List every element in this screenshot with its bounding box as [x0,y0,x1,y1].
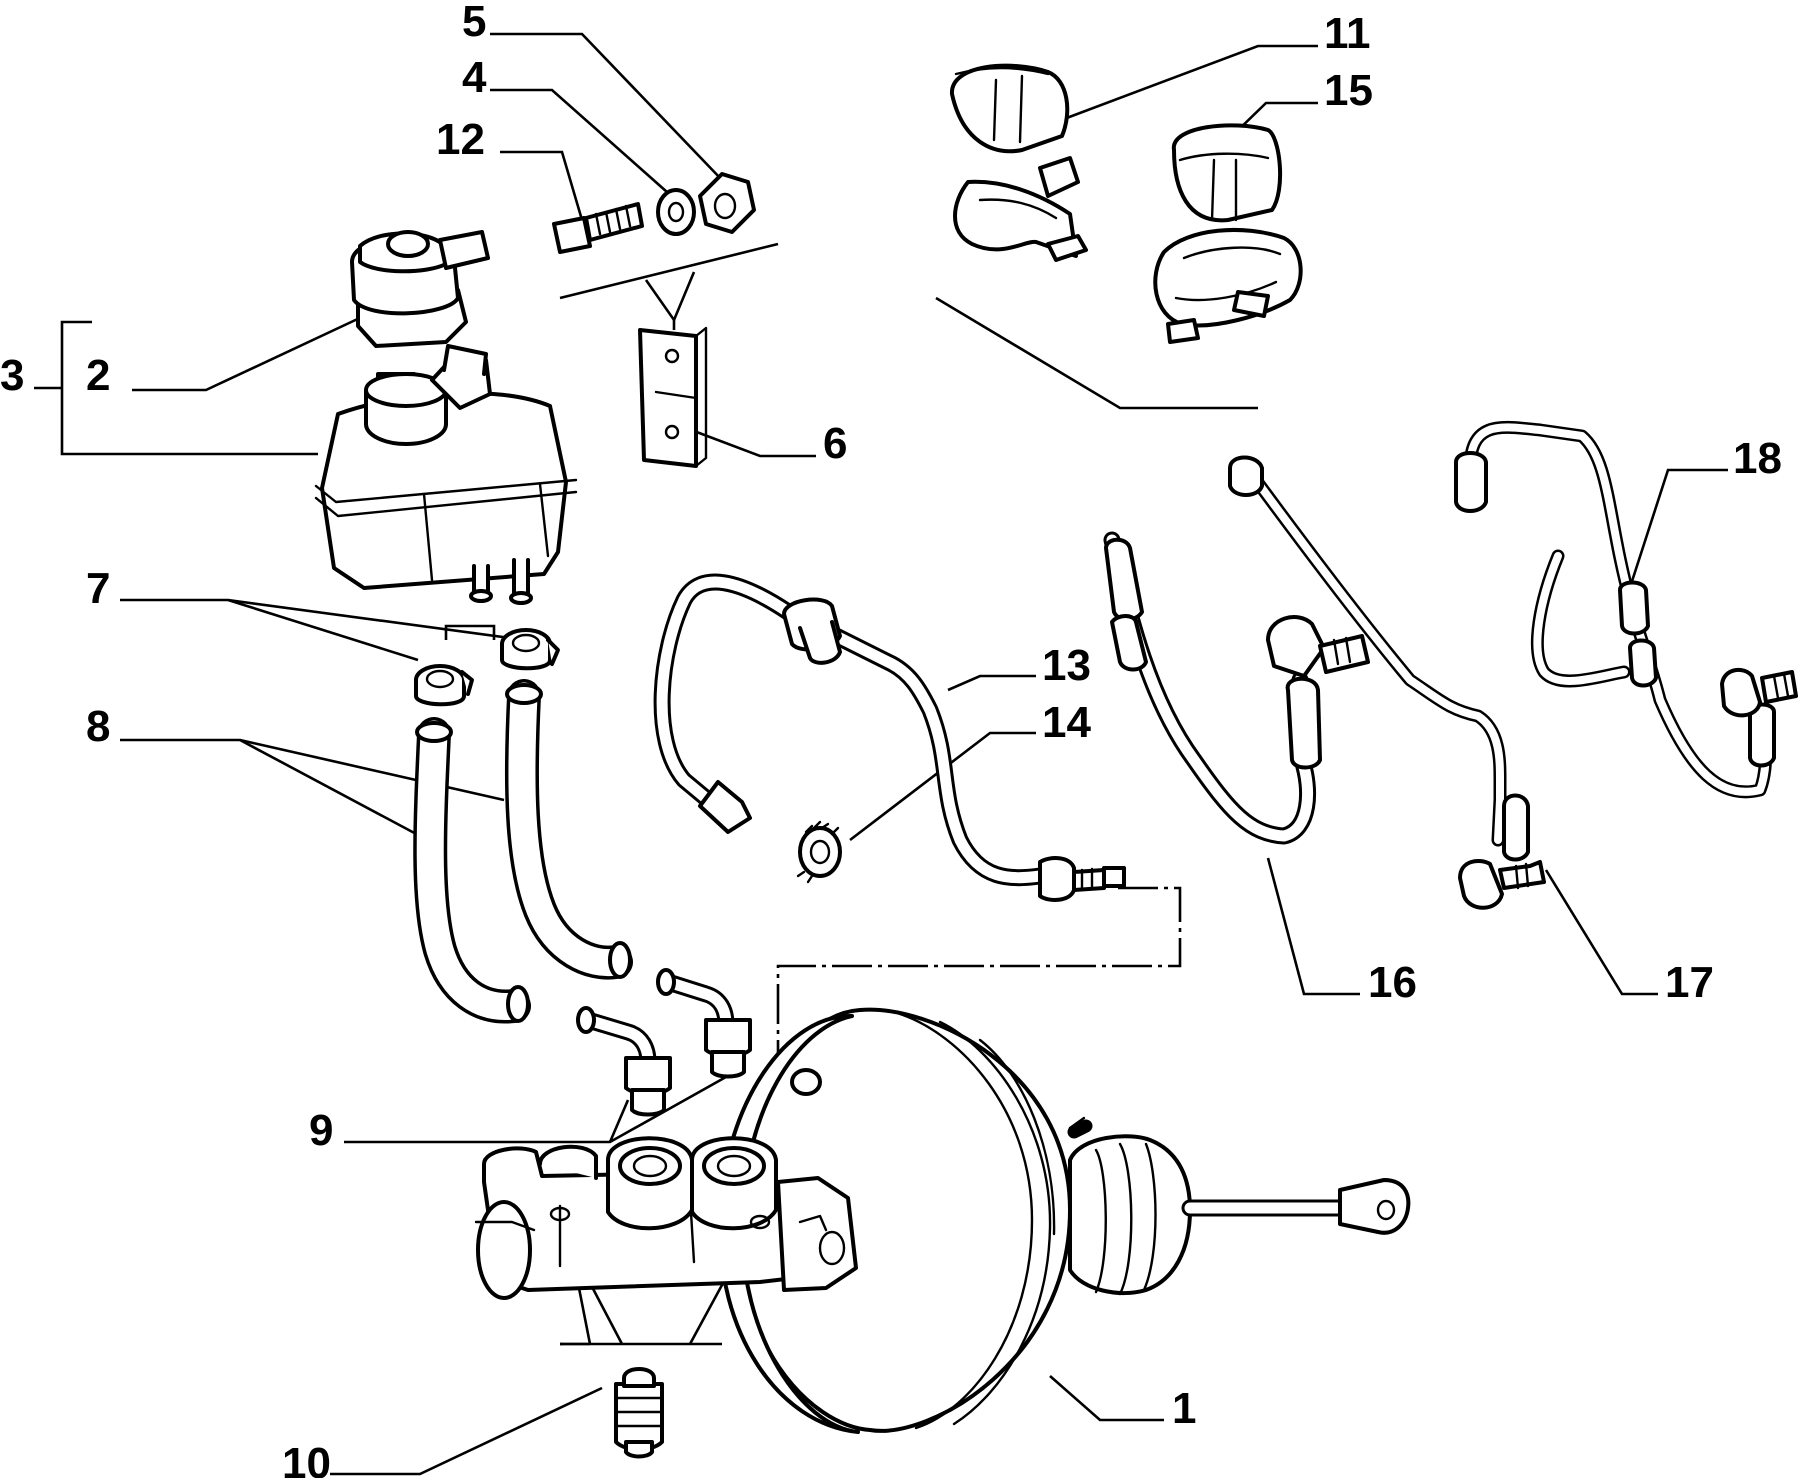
master-cylinder [474,1136,858,1300]
washer-part-4 [656,188,696,236]
callout-16: 16 [1368,958,1417,1007]
pipe-clip-part-15 [1153,123,1303,344]
bracket-part-6 [638,326,708,468]
pipe-clip-part-11 [949,63,1088,262]
callout-17: 17 [1665,958,1714,1007]
callout-15: 15 [1324,66,1373,115]
callout-7: 7 [86,564,110,613]
callout-13: 13 [1042,641,1091,690]
brake-fluid-reservoir-part-3 [314,344,578,605]
callout-11: 11 [1324,9,1371,58]
callout-14: 14 [1042,698,1091,747]
callout-1: 1 [1172,1384,1196,1433]
callout-18: 18 [1733,434,1782,483]
callout-12: 12 [436,115,485,164]
callout-2: 2 [86,351,110,400]
brake-pipe-part-16 [1103,531,1370,845]
bolt-part-12 [552,202,644,254]
hose-clamps-part-7 [414,628,560,707]
callout-8: 8 [86,702,110,751]
callout-6: 6 [823,419,847,468]
callout-4: 4 [462,53,487,102]
elbow-fittings-part-9 [576,968,752,1117]
reservoir-hoses-part-8 [413,679,633,1024]
plug-part-10 [614,1367,664,1459]
brake-booster-part-1 [717,1007,1411,1434]
callout-3: 3 [0,351,24,400]
brake-pipe-part-13 [653,573,1126,902]
reservoir-cap-part-2 [350,230,490,406]
grommet-part-14 [796,820,842,884]
brake-pipe-part-17 [1228,455,1546,910]
callout-10: 10 [282,1439,331,1478]
brake-pipe-part-18 [1454,420,1798,799]
callout-5: 5 [462,0,486,46]
leader-lines [34,32,1728,1476]
nut-part-5 [698,172,756,234]
callout-9: 9 [309,1106,333,1155]
